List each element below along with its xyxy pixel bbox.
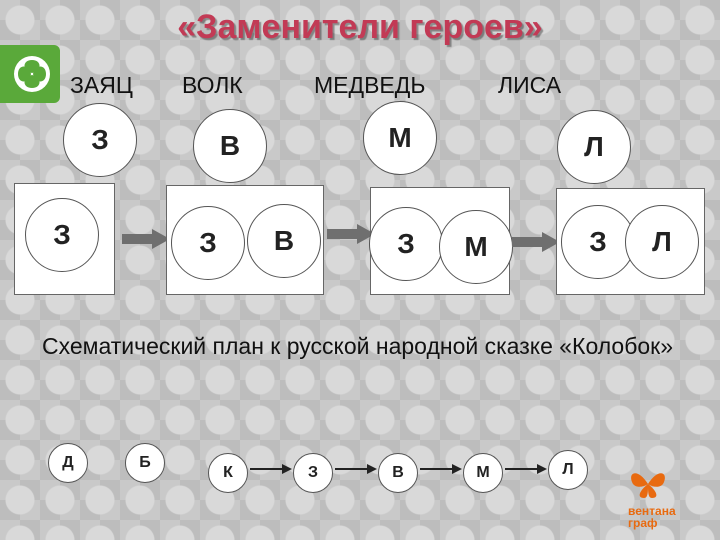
arrow-right-icon bbox=[505, 462, 547, 476]
arrow-right-icon bbox=[250, 462, 292, 476]
symbol-circle-fox: Л bbox=[557, 110, 631, 184]
arrow-right-icon bbox=[327, 224, 375, 244]
scene-box-2: З В bbox=[166, 185, 324, 295]
arrow-right-icon bbox=[420, 462, 462, 476]
arrow-right-icon bbox=[122, 229, 170, 249]
brand-name-line2: граф bbox=[628, 516, 658, 530]
slide-title: «Заменители героев» bbox=[177, 8, 543, 46]
caption-text: Схематический план к русской народной ск… bbox=[42, 333, 674, 359]
symbol-circle-wolf: В bbox=[193, 109, 267, 183]
symbol-circle-hare: З bbox=[63, 103, 137, 177]
label-wolf: ВОЛК bbox=[182, 72, 243, 98]
chain-circle-grandma: Б bbox=[125, 443, 165, 483]
scene-box-1: З bbox=[14, 183, 115, 295]
chain-circle-fox: Л bbox=[548, 450, 588, 490]
arrow-right-icon bbox=[512, 232, 560, 252]
arrow-right-icon bbox=[335, 462, 377, 476]
chain-circle-kolobok: К bbox=[208, 453, 248, 493]
chain-circle-bear: М bbox=[463, 453, 503, 493]
scene-box-3: З М bbox=[369, 187, 513, 295]
chain-circle-wolf: В bbox=[378, 453, 418, 493]
label-bear: МЕДВЕДЬ bbox=[314, 72, 426, 98]
butterfly-logo-icon bbox=[631, 473, 665, 498]
publisher-logo: вентана граф bbox=[628, 466, 698, 530]
label-fox: ЛИСА bbox=[498, 72, 562, 98]
scene-circle: З bbox=[561, 205, 635, 279]
chain-circle-grandpa: Д bbox=[48, 443, 88, 483]
clover-logo-icon bbox=[0, 45, 60, 103]
chain-circle-hare: З bbox=[293, 453, 333, 493]
label-hare: ЗАЯЦ bbox=[70, 72, 133, 98]
symbol-circle-bear: М bbox=[363, 101, 437, 175]
scene-circle: З bbox=[171, 206, 245, 280]
scene-circle: Л bbox=[625, 205, 699, 279]
scene-circle: В bbox=[247, 204, 321, 278]
scene-box-4: З Л bbox=[556, 188, 705, 295]
scene-circle: З bbox=[369, 207, 443, 281]
brand-name-line1: вентана bbox=[628, 504, 676, 518]
scene-circle: З bbox=[25, 198, 99, 272]
scene-circle: М bbox=[439, 210, 513, 284]
